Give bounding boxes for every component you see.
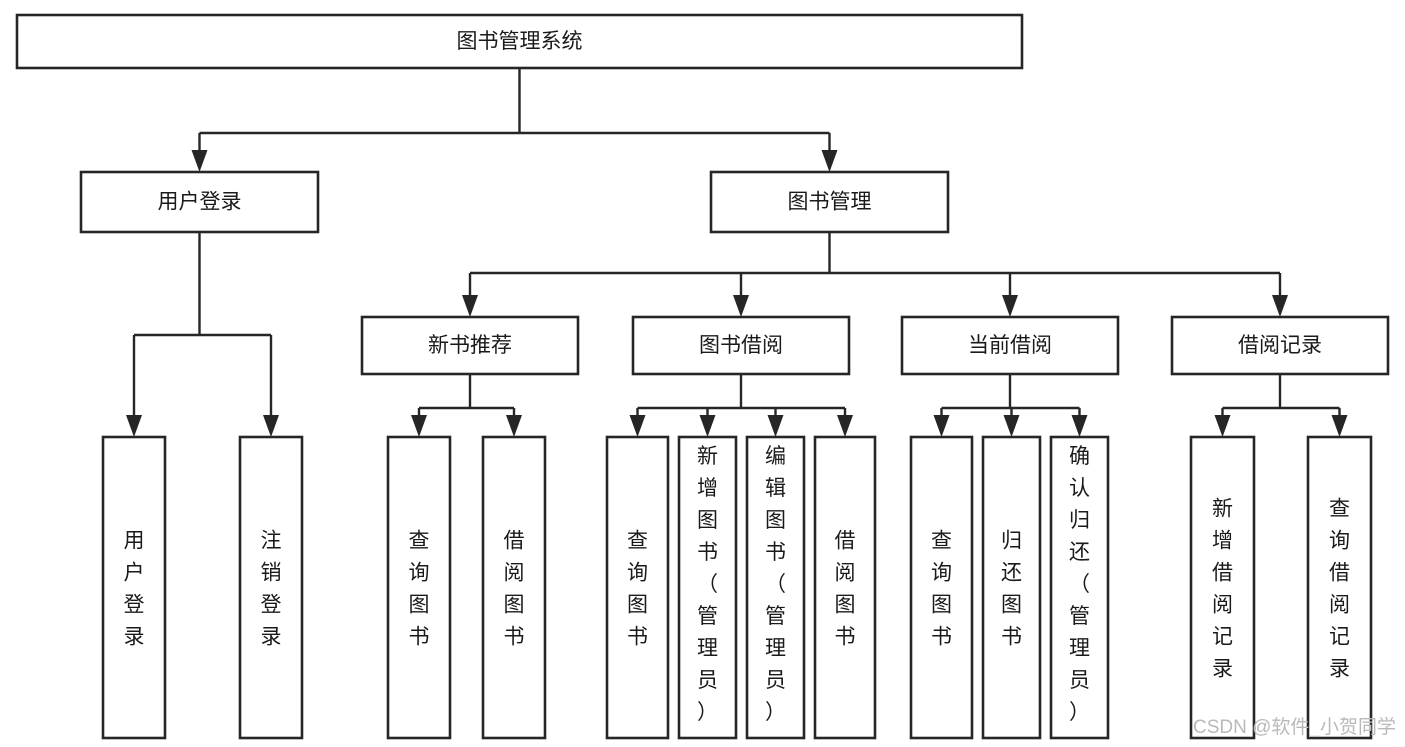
node-leaf-query-record[interactable]: 查询借阅记录 (1306, 435, 1373, 740)
node-root[interactable]: 图书管理系统 (15, 13, 1024, 70)
arrow-head-icon (263, 415, 279, 437)
node-label: 用户登录 (124, 530, 145, 649)
node-label: 新增图书（管理员） (697, 445, 718, 724)
arrow-head-icon (462, 295, 478, 317)
arrow-head-icon (733, 295, 749, 317)
node-label: 图书管理 (788, 191, 872, 214)
node-label: 图书借阅 (699, 334, 783, 357)
node-leaf-borrow-book-2[interactable]: 借阅图书 (813, 435, 877, 740)
node-label: 编辑图书（管理员） (765, 445, 786, 724)
node-leaf-query-book-2[interactable]: 查询图书 (605, 435, 670, 740)
node-leaf-confirm-return[interactable]: 确认归还（管理员） (1049, 435, 1110, 740)
arrow-head-icon (699, 415, 716, 437)
node-label: 新增借阅记录 (1212, 498, 1233, 681)
arrow-head-icon (1214, 415, 1231, 437)
node-leaf-logout[interactable]: 注销登录 (238, 435, 304, 740)
node-leaf-borrow-book-1[interactable]: 借阅图书 (481, 435, 547, 740)
node-label: 用户登录 (158, 191, 242, 214)
node-label: 图书管理系统 (457, 30, 583, 53)
arrow-head-icon (933, 415, 950, 437)
arrow-head-icon (411, 415, 427, 437)
node-user-login[interactable]: 用户登录 (79, 170, 320, 234)
node-leaf-return-book[interactable]: 归还图书 (981, 435, 1042, 740)
arrow-head-icon (1272, 295, 1288, 317)
node-book-borrow[interactable]: 图书借阅 (631, 315, 851, 376)
node-label: 查询借阅记录 (1329, 498, 1350, 681)
arrow-head-icon (767, 415, 784, 437)
node-label: 归还图书 (1001, 530, 1022, 649)
node-book-manage[interactable]: 图书管理 (709, 170, 950, 234)
arrow-head-icon (1003, 415, 1020, 437)
arrow-head-icon (837, 415, 853, 437)
node-new-book-recommend[interactable]: 新书推荐 (360, 315, 580, 376)
node-label: 借阅图书 (835, 530, 856, 649)
connector-layer (126, 68, 1348, 437)
arrow-head-icon (1071, 415, 1088, 437)
node-leaf-add-record[interactable]: 新增借阅记录 (1189, 435, 1256, 740)
arrow-head-icon (506, 415, 522, 437)
node-label: 查询图书 (409, 530, 430, 649)
node-leaf-edit-book[interactable]: 编辑图书（管理员） (745, 435, 806, 740)
arrow-head-icon (629, 415, 646, 437)
node-layer: 图书管理系统用户登录图书管理新书推荐图书借阅当前借阅借阅记录用户登录注销登录查询… (15, 13, 1390, 740)
node-label: 借阅记录 (1238, 334, 1322, 357)
arrow-head-icon (126, 415, 142, 437)
arrow-head-icon (821, 150, 838, 172)
node-label: 注销登录 (261, 530, 282, 649)
csdn-watermark: CSDN @软件_小贺同学 (1193, 716, 1396, 738)
node-leaf-query-book-1[interactable]: 查询图书 (386, 435, 452, 740)
node-label: 查询图书 (627, 530, 648, 649)
node-current-borrow[interactable]: 当前借阅 (900, 315, 1120, 376)
node-label: 确认归还（管理员） (1069, 445, 1090, 724)
node-label: 当前借阅 (968, 334, 1052, 357)
node-label: 借阅图书 (504, 530, 525, 649)
node-label: 查询图书 (931, 530, 952, 649)
arrow-head-icon (191, 150, 208, 172)
node-label: 新书推荐 (428, 334, 512, 357)
arrow-head-icon (1331, 415, 1348, 437)
node-leaf-query-book-3[interactable]: 查询图书 (909, 435, 974, 740)
node-borrow-record[interactable]: 借阅记录 (1170, 315, 1390, 376)
node-leaf-add-book[interactable]: 新增图书（管理员） (677, 435, 738, 740)
arrow-head-icon (1002, 295, 1018, 317)
node-leaf-user-login[interactable]: 用户登录 (101, 435, 167, 740)
